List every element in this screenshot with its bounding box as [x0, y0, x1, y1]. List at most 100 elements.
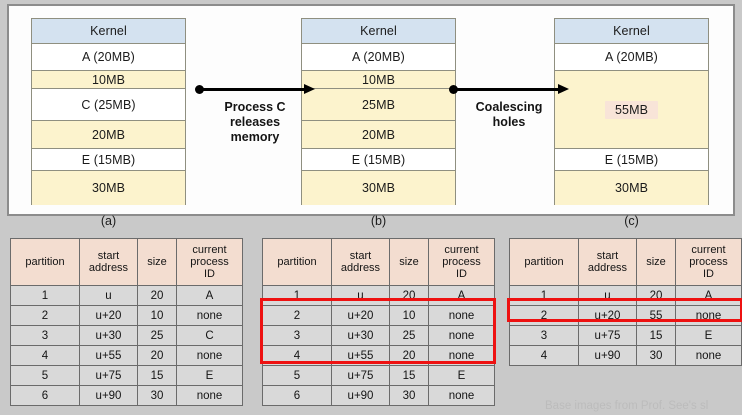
table-cell: 30: [636, 345, 676, 366]
arrow-shaft-1: [195, 84, 315, 96]
table-cell: 2: [509, 305, 579, 326]
arrow-head-icon: [304, 84, 315, 94]
memory-block-c-2: 55MB: [554, 70, 709, 148]
diagram-caption-a: (a): [100, 214, 117, 228]
arrow-dot-icon: [449, 85, 458, 94]
table-cell: u: [578, 285, 637, 306]
memory-block-b-1: A (20MB): [301, 43, 456, 70]
table-cell: u+20: [578, 305, 637, 326]
table-cell: none: [675, 305, 742, 326]
table-cell: 10: [137, 305, 177, 326]
table-cell: none: [428, 385, 495, 406]
arrow-dot-icon: [195, 85, 204, 94]
table-cell: 15: [636, 325, 676, 346]
table-cell: u+55: [79, 345, 138, 366]
table-cell: u+20: [331, 305, 390, 326]
table-cell: none: [176, 385, 243, 406]
memory-block-b-2: 10MB: [301, 70, 456, 88]
memory-block-c-0: Kernel: [554, 18, 709, 43]
table-cell: 10: [389, 305, 429, 326]
memory-block-c-4: 30MB: [554, 170, 709, 205]
table-cell: 30: [137, 385, 177, 406]
column-header-0: partition: [509, 238, 579, 286]
table-cell: u+30: [331, 325, 390, 346]
table-cell: 55: [636, 305, 676, 326]
table-cell: u+55: [331, 345, 390, 366]
memory-block-a-3: C (25MB): [31, 88, 186, 120]
table-cell: u+90: [79, 385, 138, 406]
table-cell: 2: [10, 305, 80, 326]
table-cell: 15: [389, 365, 429, 386]
table-cell: u+90: [578, 345, 637, 366]
table-cell: 20: [137, 345, 177, 366]
table-cell: A: [675, 285, 742, 306]
table-cell: 6: [10, 385, 80, 406]
column-header-2: size: [389, 238, 429, 286]
table-cell: none: [428, 345, 495, 366]
table-cell: 1: [262, 285, 332, 306]
table-cell: 20: [389, 285, 429, 306]
memory-block-b-6: 30MB: [301, 170, 456, 205]
credit-text: Base images from Prof. See's sl: [545, 400, 709, 412]
table-cell: 20: [137, 285, 177, 306]
table-cell: none: [428, 305, 495, 326]
table-cell: E: [176, 365, 243, 386]
memory-block-b-0: Kernel: [301, 18, 456, 43]
table-cell: 30: [389, 385, 429, 406]
table-cell: C: [176, 325, 243, 346]
table-cell: 6: [262, 385, 332, 406]
arrow-line-icon: [200, 88, 305, 91]
memory-block-a-6: 30MB: [31, 170, 186, 205]
table-cell: u+75: [331, 365, 390, 386]
column-header-2: size: [137, 238, 177, 286]
arrow-line-icon: [454, 88, 559, 91]
table-cell: none: [176, 345, 243, 366]
table-cell: 3: [262, 325, 332, 346]
column-header-2: size: [636, 238, 676, 286]
table-cell: 1: [509, 285, 579, 306]
table-cell: u+90: [331, 385, 390, 406]
table-cell: 5: [262, 365, 332, 386]
table-cell: 20: [636, 285, 676, 306]
table-cell: u+30: [79, 325, 138, 346]
memory-block-b-3: 25MB: [301, 88, 456, 120]
memory-block-a-2: 10MB: [31, 70, 186, 88]
table-cell: u: [79, 285, 138, 306]
arrow-shaft-2: [449, 84, 569, 96]
memory-block-c-1: A (20MB): [554, 43, 709, 70]
table-cell: 25: [137, 325, 177, 346]
table-cell: u+75: [79, 365, 138, 386]
